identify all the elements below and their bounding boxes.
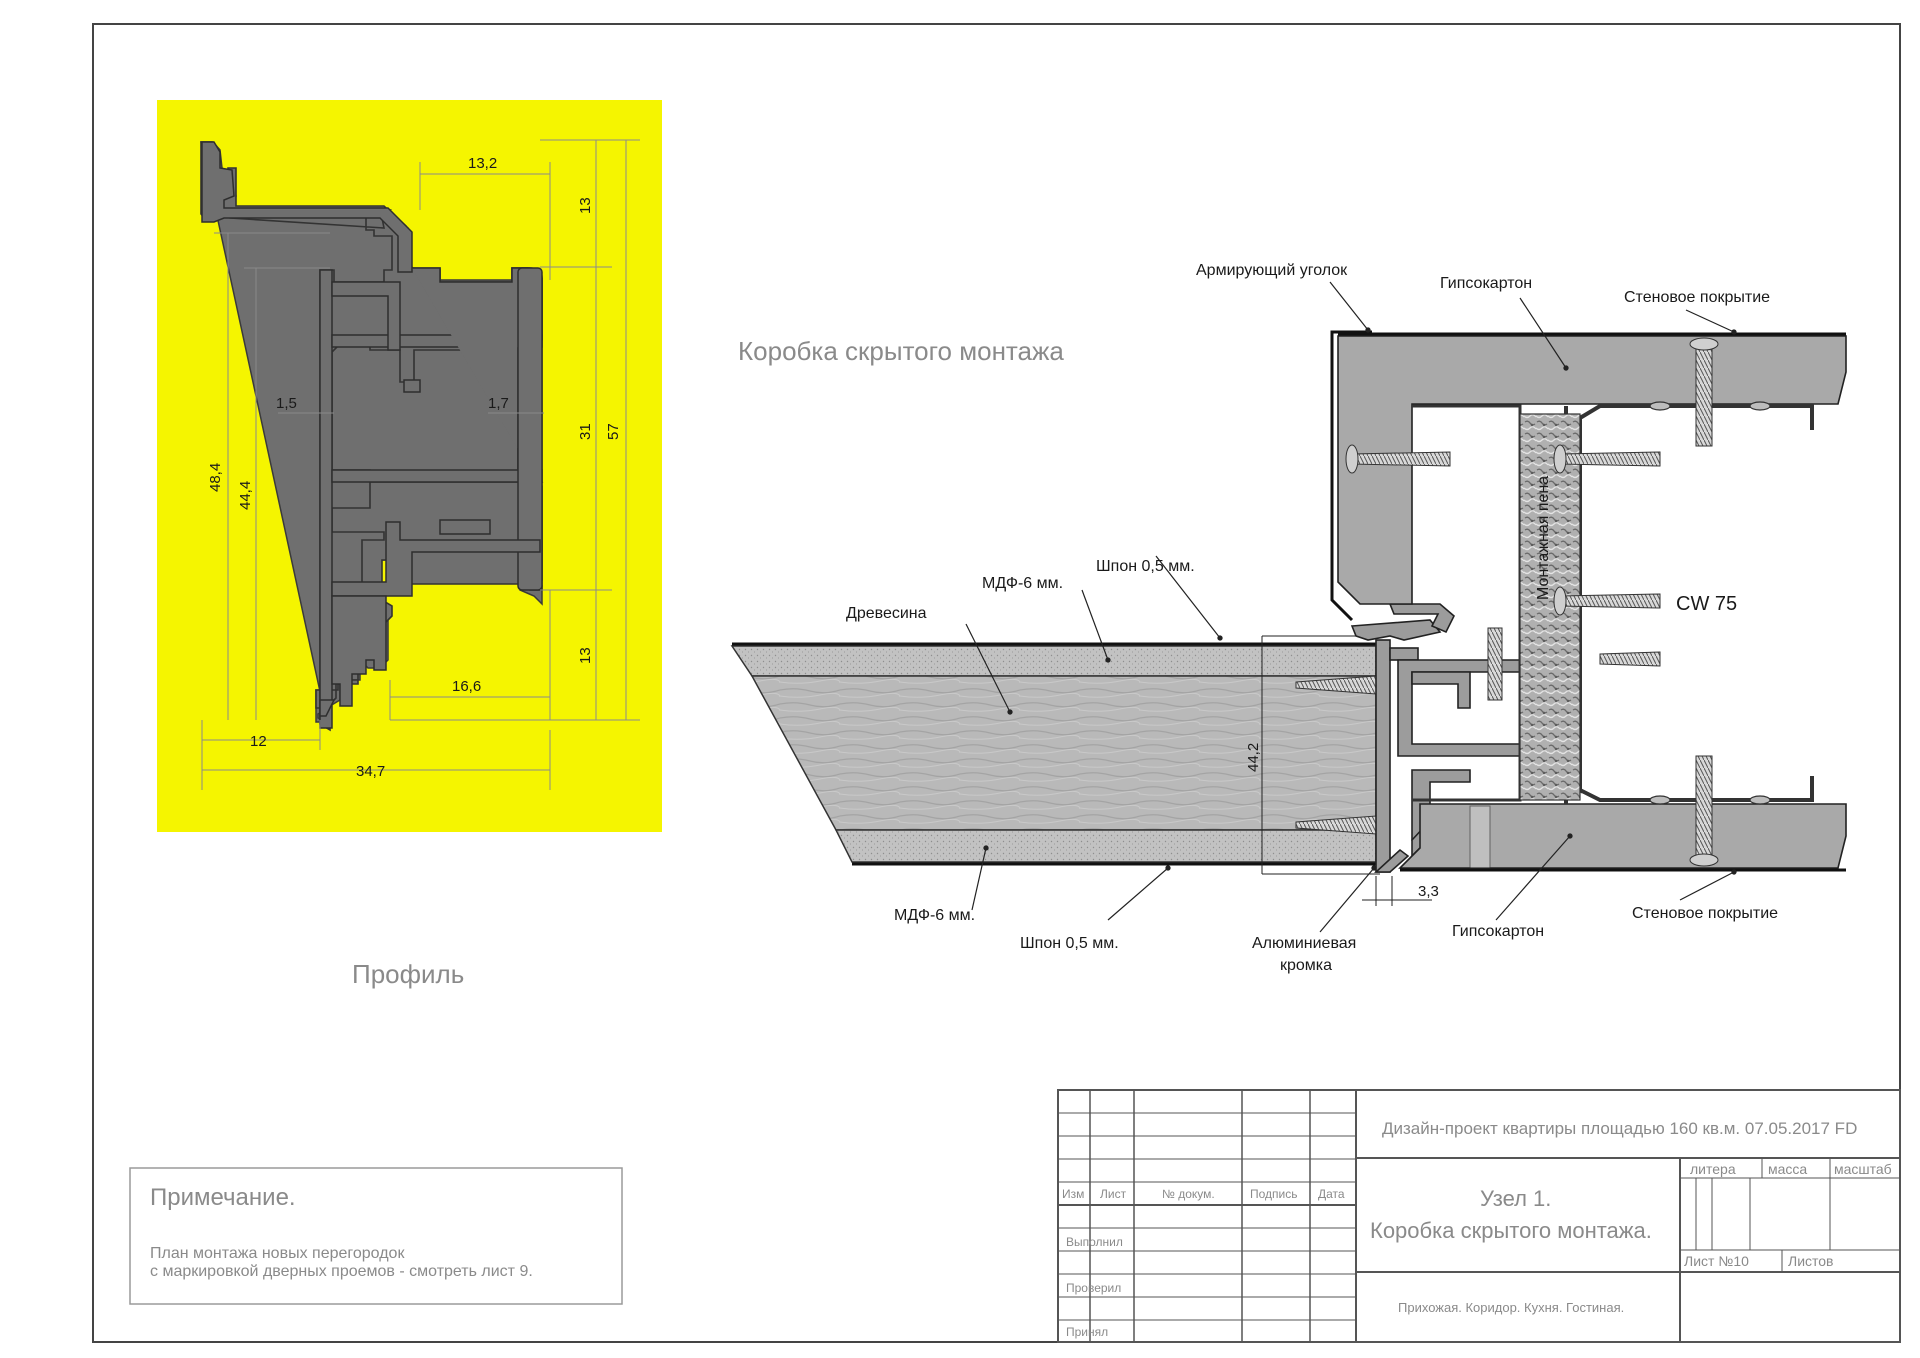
mdf-top-layer (730, 645, 1377, 677)
dim-48-4: 48,4 (207, 463, 224, 492)
profile-panel: 13,2 13 57 31 1,5 1,7 48,4 44,4 13 16,6 … (157, 100, 662, 832)
label-veneer-top: Шпон 0,5 мм. (1096, 558, 1195, 575)
label-drywall-bottom: Гипсокартон (1452, 923, 1544, 940)
label-mdf-bottom: МДФ-6 мм. (894, 907, 975, 924)
label-wall-finish-top: Стеновое покрытие (1624, 289, 1770, 306)
label-reinforcing-corner: Армирующий уголок (1196, 262, 1348, 279)
section-drawing: 44,2 (730, 262, 1847, 974)
tb-rooms: Прихожая. Коридор. Кухня. Гостиная. (1398, 1300, 1624, 1315)
label-wall-finish-bottom: Стеновое покрытие (1632, 905, 1778, 922)
tb-col-sign: Подпись (1250, 1187, 1298, 1201)
tb-col-doc: № докум. (1162, 1187, 1215, 1201)
tb-litera: литера (1690, 1161, 1736, 1177)
note-box: Примечание. План монтажа новых перегород… (129, 1167, 623, 1305)
dim-44-2: 44,2 (1245, 743, 1262, 772)
dim-12: 12 (250, 733, 267, 750)
note-line-2: с маркировкой дверных проемов - смотреть… (150, 1263, 533, 1280)
note-title: Примечание. (150, 1184, 296, 1211)
leaf-screws (1295, 675, 1377, 835)
label-cw75: CW 75 (1676, 593, 1737, 615)
dim-1-7: 1,7 (488, 395, 509, 412)
tb-sheets: Листов (1788, 1253, 1834, 1269)
tb-sheet-no: Лист №10 (1684, 1253, 1749, 1269)
dim-34-7: 34,7 (356, 763, 385, 780)
dim-16-6: 16,6 (452, 678, 481, 695)
mdf-bottom-layer (834, 829, 1377, 863)
reinforcing-corner (1330, 330, 1372, 622)
label-mounting-foam: Монтажная пена (1535, 476, 1552, 600)
tb-col-izm: Изм (1062, 1187, 1084, 1201)
tb-row-done: Выполнил (1066, 1235, 1123, 1249)
dim-57: 57 (605, 423, 622, 440)
sheet-frame (92, 23, 1901, 1343)
drywall-top (1337, 335, 1847, 605)
tb-row-checked: Проверил (1066, 1281, 1121, 1295)
title-block (1057, 1089, 1901, 1343)
leader-lines (965, 281, 1737, 933)
dim-1-5: 1,5 (276, 395, 297, 412)
drywall-bottom (1398, 803, 1847, 869)
drywall-screws (1345, 337, 1719, 869)
label-mdf-top: МДФ-6 мм. (982, 575, 1063, 592)
dim-13-2: 13,2 (468, 155, 497, 172)
tb-massa: масса (1768, 1161, 1807, 1177)
tb-col-list: Лист (1100, 1187, 1127, 1201)
tb-row-accepted: Принял (1066, 1325, 1108, 1339)
tb-masshtab: масштаб (1834, 1161, 1892, 1177)
profile-shapes (201, 141, 543, 729)
dim-13-bot: 13 (577, 647, 594, 664)
label-wood: Древесина (846, 605, 927, 622)
dim-3-3: 3,3 (1418, 883, 1439, 900)
note-line-1: План монтажа новых перегородок (150, 1245, 405, 1262)
tb-project: Дизайн-проект квартиры площадью 160 кв.м… (1382, 1119, 1857, 1138)
label-veneer-bottom: Шпон 0,5 мм. (1020, 935, 1119, 952)
title-block-text: Дизайн-проект квартиры площадью 160 кв.м… (1062, 1119, 1892, 1339)
label-aluminium-edge-1: Алюминиевая (1252, 935, 1356, 952)
wood-core (750, 675, 1377, 831)
dim-44-4: 44,4 (237, 481, 254, 510)
section-title: Коробка скрытого монтажа (738, 336, 1064, 366)
dim-31: 31 (577, 423, 594, 440)
tb-node-1: Узел 1. (1480, 1186, 1551, 1211)
tb-col-date: Дата (1318, 1187, 1345, 1201)
profile-dimension-lines (201, 139, 640, 790)
mounting-foam (1519, 413, 1581, 801)
tb-node-2: Коробка скрытого монтажа. (1370, 1218, 1652, 1243)
label-aluminium-edge-2: кромка (1280, 957, 1332, 974)
label-drywall-top: Гипсокартон (1440, 275, 1532, 292)
dim-13-top: 13 (577, 197, 594, 214)
profile-caption: Профиль (352, 959, 464, 989)
